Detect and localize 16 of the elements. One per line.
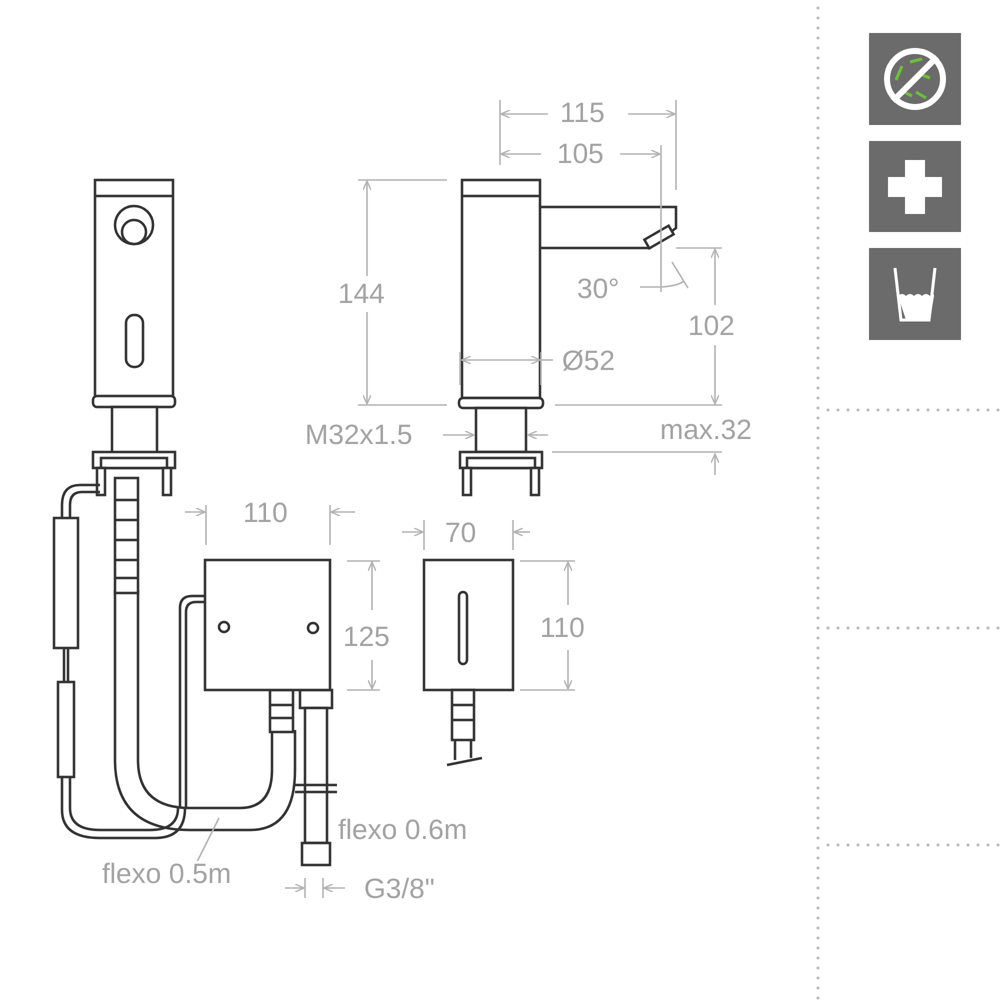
angle-label: 30° <box>577 274 620 304</box>
dimension-label: 115 <box>560 98 605 128</box>
thread-size-label: M32x1.5 <box>305 420 412 450</box>
dimension-label: 102 <box>688 311 735 341</box>
thread-size-label: G3/8" <box>364 874 435 904</box>
dimension-label: 144 <box>338 279 385 309</box>
leader-line <box>196 818 220 862</box>
dimension-label: 105 <box>557 139 604 169</box>
dimension-label: 110 <box>243 498 288 528</box>
dimension-label: 70 <box>445 518 476 548</box>
hose-length-label: flexo 0.6m <box>338 815 468 845</box>
hose-length-label: flexo 0.5m <box>102 859 232 889</box>
dimension-label: 110 <box>540 613 585 643</box>
diameter-label: Ø52 <box>562 346 615 376</box>
dimension-label: max.32 <box>660 415 752 445</box>
dimension-label: 125 <box>343 622 390 652</box>
